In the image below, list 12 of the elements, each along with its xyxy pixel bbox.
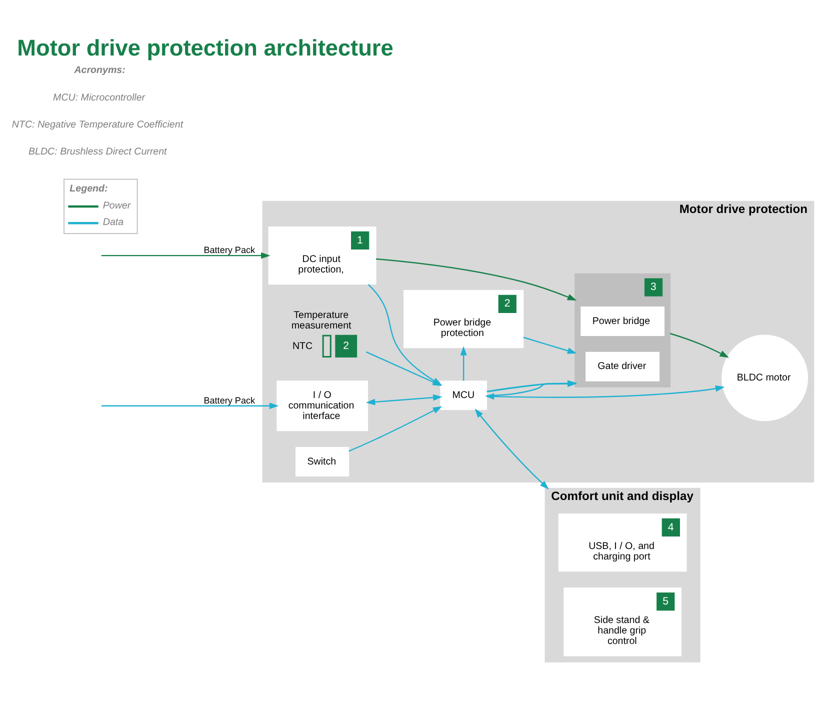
node-label: NTC [292, 340, 313, 352]
edge-label: Battery Pack [204, 394, 256, 405]
node-label: Temperature measurement [291, 309, 352, 331]
label: Acronyms: [74, 64, 126, 76]
label: MCU: Microcontroller [53, 92, 146, 103]
label: BLDC: Brushless Direct Current [28, 146, 167, 158]
label: NTC: Negative Temperature Coefficient [12, 118, 184, 130]
legend-label: Power [102, 200, 131, 211]
diagram-title: Motor drive protection architecture [17, 34, 394, 60]
label: Legend: [70, 183, 108, 194]
edge-label: Battery Pack [204, 244, 256, 255]
legend-label: Data [102, 216, 124, 228]
